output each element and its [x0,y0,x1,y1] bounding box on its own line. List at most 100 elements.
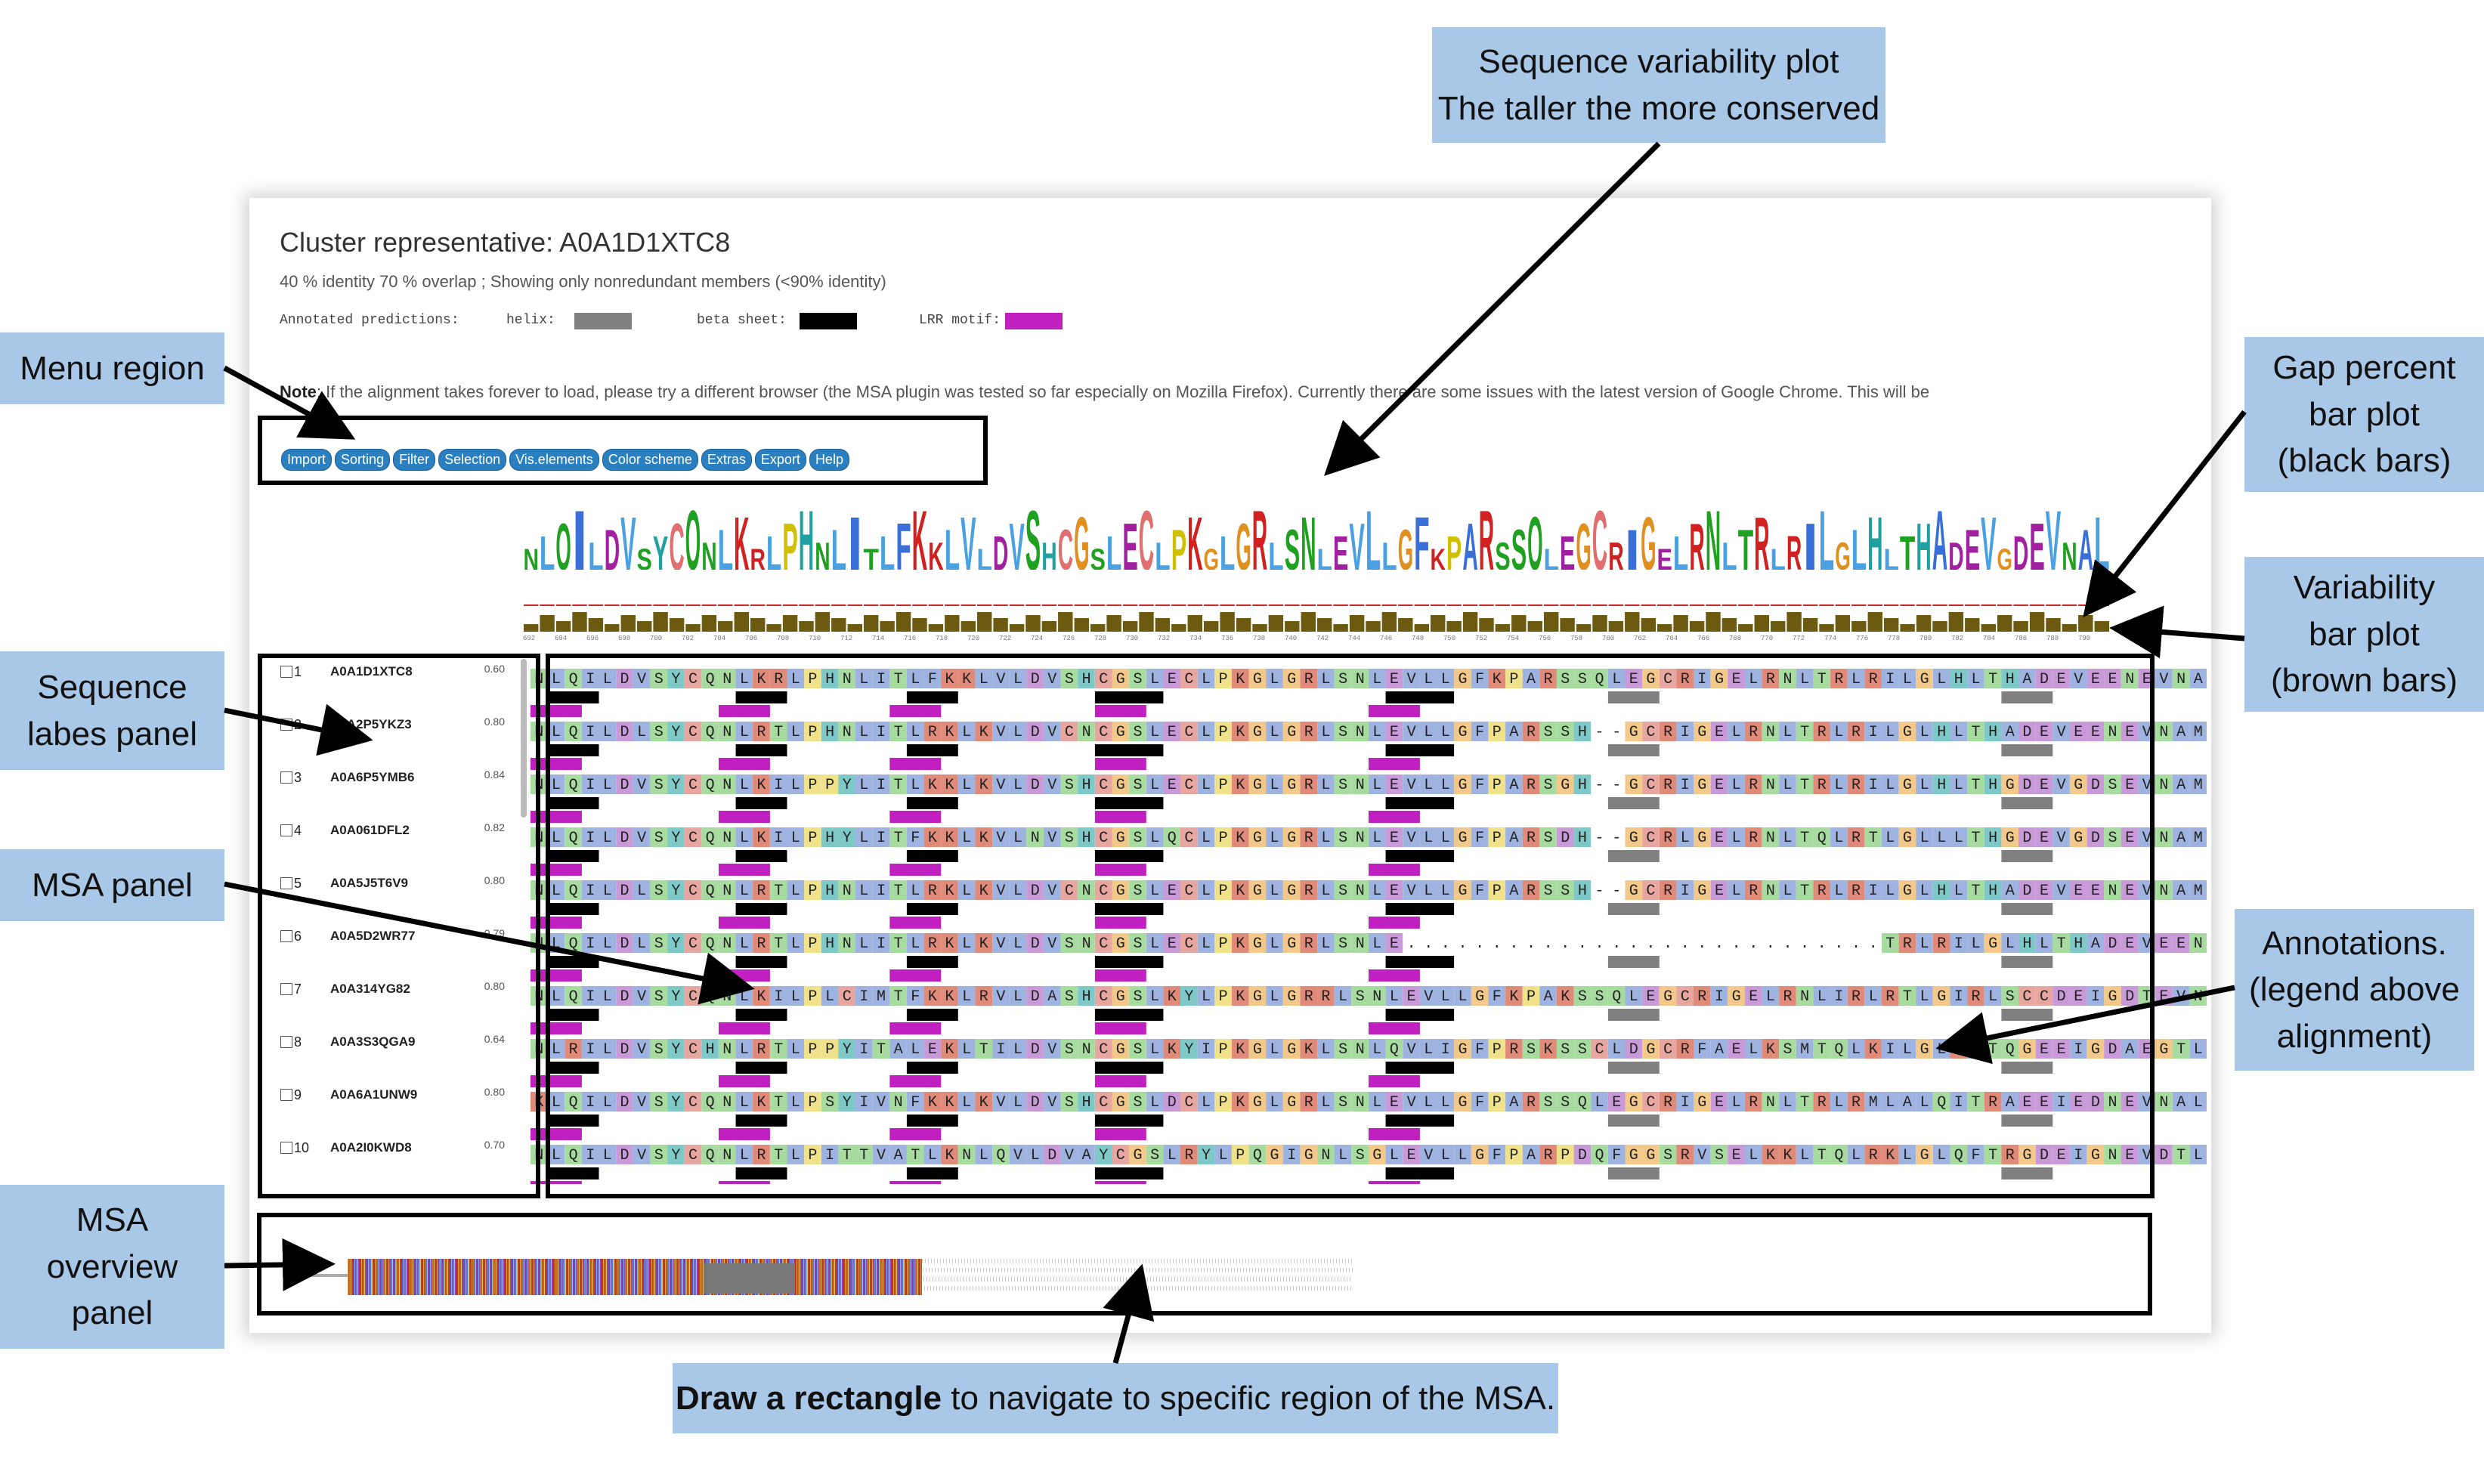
residue-cell [1214,774,1232,794]
logo-letter: H [1041,535,1056,570]
residue-cell [941,827,958,847]
ruler-tick-label: 720 [967,635,980,642]
residue-letter: L [552,724,561,741]
residue-cell [1659,722,1677,741]
residue-cell [838,827,855,847]
ruler-tick-label: 776 [1856,635,1869,642]
ruler-tick-label: 748 [1412,635,1425,642]
residue-letter: Y [843,830,852,847]
residue-cell [1454,722,1471,741]
residue-letter: Q [706,671,715,688]
sequence-checkbox[interactable] [280,771,292,784]
residue-letter: G [1903,724,1912,741]
sequence-score: 0.82 [484,821,505,833]
menu-vis-elements-button[interactable]: Vis.elements [509,449,599,471]
residue-cell [1026,722,1044,741]
residue-cell [565,827,582,847]
variability-bar [1527,621,1542,632]
gap-percent-bar [572,604,587,606]
menu-extras-button[interactable]: Extras [701,449,752,471]
sequence-checkbox[interactable] [280,1036,292,1048]
residue-cell [1676,669,1694,688]
residue-cell [1694,669,1711,688]
variability-bar [782,615,798,632]
logo-letter: L [1155,535,1170,570]
residue-cell [1796,774,1814,794]
residue-letter: H [1988,724,1997,741]
ruler-tick-label: 724 [1031,635,1044,642]
residue-letter: K [1236,777,1245,794]
residue-cell [1060,722,1078,741]
residue-letter: L [1150,724,1159,741]
menu-color-scheme-button[interactable]: Color scheme [602,449,698,471]
residue-cell [2104,722,2121,741]
residue-letter: I [1681,777,1690,794]
annotation-bar [735,691,787,703]
page-title: Cluster representative: A0A1D1XTC8 [280,227,731,258]
residue-cell [1984,722,2002,741]
logo-letter: Q [685,493,701,570]
residue-letter: L [1424,777,1433,794]
gap-percent-bar [1511,604,1527,606]
residue-letter: I [877,671,886,688]
logo-letter: D [2013,526,2028,570]
sequence-checkbox[interactable] [280,1089,292,1101]
ruler-tick-label: 726 [1063,635,1075,642]
residue-letter: C [688,777,698,794]
residue-cell [1864,669,1882,688]
residue-cell [2018,774,2036,794]
residue-letter: E [2142,671,2151,688]
residue-letter: H [825,724,834,741]
residue-cell [633,827,651,847]
residue-letter: S [654,777,664,794]
residue-letter: S [1338,830,1347,847]
vertical-scrollbar[interactable] [521,659,527,818]
residue-cell [1282,669,1301,688]
residue-letter: M [2194,724,2203,741]
menu-filter-button[interactable]: Filter [393,449,436,471]
annotation-bar [906,797,958,809]
sequence-checkbox[interactable] [280,824,292,836]
menu-help-button[interactable]: Help [809,449,849,471]
menu-selection-button[interactable]: Selection [438,449,507,471]
residue-letter: A [2176,830,2185,847]
menu-sorting-button[interactable]: Sorting [335,449,391,471]
residue-cell [1231,827,1249,847]
callout-text: bar plot [2309,615,2420,653]
logo-letter: E [1657,543,1672,570]
variability-bar [734,612,749,632]
sequence-checkbox[interactable] [280,1142,292,1154]
sequence-checkbox[interactable] [280,666,292,678]
residue-letter: K [979,724,988,741]
variability-bar [1268,615,1284,632]
gap-percent-bar [1333,604,1348,606]
menu-import-button[interactable]: Import [281,449,333,471]
gap-percent-bar [1139,604,1154,606]
annotation-bar [1094,691,1164,703]
residue-letter: C [688,724,698,741]
residue-cell [923,774,942,794]
residue-letter: G [1287,671,1296,688]
ruler-tick-label: 764 [1666,635,1678,642]
gap-percent-bar [1625,604,1640,606]
variability-bar [620,615,636,632]
residue-cell [1146,774,1164,794]
residue-letter: N [2125,671,2134,688]
gap-percent-bar [588,604,604,606]
residue-letter: E [2091,724,2100,741]
ruler-tick-label: 722 [999,635,1012,642]
residue-letter: S [1338,724,1347,741]
residue-letter: L [1321,830,1330,847]
annotation-bar [547,797,599,809]
menu-export-button[interactable]: Export [754,449,806,471]
